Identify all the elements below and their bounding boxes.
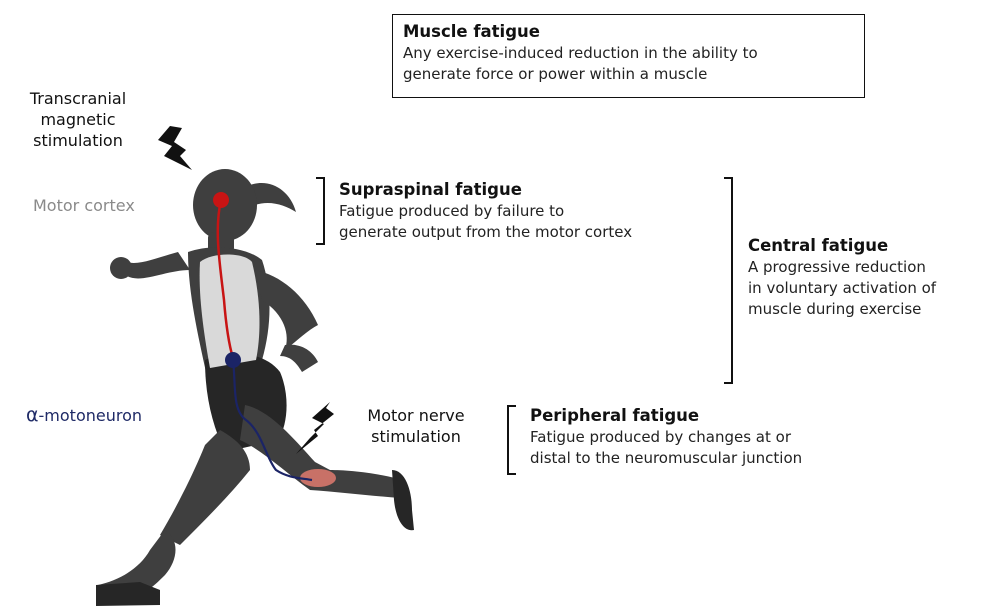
peripheral-fatigue-block: Peripheral fatigue Fatigue produced by c… — [530, 405, 802, 469]
motor-nerve-stim-line-1: Motor nerve — [346, 405, 486, 426]
peripheral-bracket — [508, 406, 516, 474]
supraspinal-desc-line-1: Fatigue produced by failure to — [339, 201, 632, 222]
central-desc-line-1: A progressive reduction — [748, 257, 936, 278]
peripheral-desc-line-1: Fatigue produced by changes at or — [530, 427, 802, 448]
motor-nerve-stim-line-2: stimulation — [346, 426, 486, 447]
tms-label: Transcranial magnetic stimulation — [8, 88, 148, 151]
supraspinal-desc-line-2: generate output from the motor cortex — [339, 222, 632, 243]
central-desc-line-3: muscle during exercise — [748, 299, 936, 320]
central-bracket — [724, 178, 732, 383]
tms-lightning-icon — [158, 126, 192, 170]
central-title: Central fatigue — [748, 235, 936, 257]
peripheral-desc-line-2: distal to the neuromuscular junction — [530, 448, 802, 469]
muscle-fatigue-desc-line-2: generate force or power within a muscle — [403, 64, 854, 85]
motor-nerve-stim-label: Motor nerve stimulation — [346, 405, 486, 447]
tms-line-3: stimulation — [8, 130, 148, 151]
alpha-motoneuron-label: α-motoneuron — [26, 405, 142, 426]
muscle-fatigue-box: Muscle fatigue Any exercise-induced redu… — [392, 14, 865, 98]
peripheral-title: Peripheral fatigue — [530, 405, 802, 427]
central-desc-line-2: in voluntary activation of — [748, 278, 936, 299]
motor-cortex-label: Motor cortex — [33, 195, 135, 216]
motor-cortex-node — [213, 192, 229, 208]
muscle-fatigue-title: Muscle fatigue — [403, 21, 854, 43]
nerve-stim-lightning-icon — [296, 402, 334, 454]
alpha-motoneuron-node — [225, 352, 241, 368]
supraspinal-bracket — [316, 178, 324, 244]
supraspinal-title: Supraspinal fatigue — [339, 179, 632, 201]
tms-line-1: Transcranial — [8, 88, 148, 109]
tank-top — [200, 255, 260, 369]
tms-line-2: magnetic — [8, 109, 148, 130]
alpha-symbol: α — [26, 404, 39, 426]
supraspinal-fatigue-block: Supraspinal fatigue Fatigue produced by … — [339, 179, 632, 243]
alpha-motoneuron-text: -motoneuron — [39, 406, 143, 425]
central-fatigue-block: Central fatigue A progressive reduction … — [748, 235, 936, 320]
muscle-fatigue-desc-line-1: Any exercise-induced reduction in the ab… — [403, 43, 854, 64]
